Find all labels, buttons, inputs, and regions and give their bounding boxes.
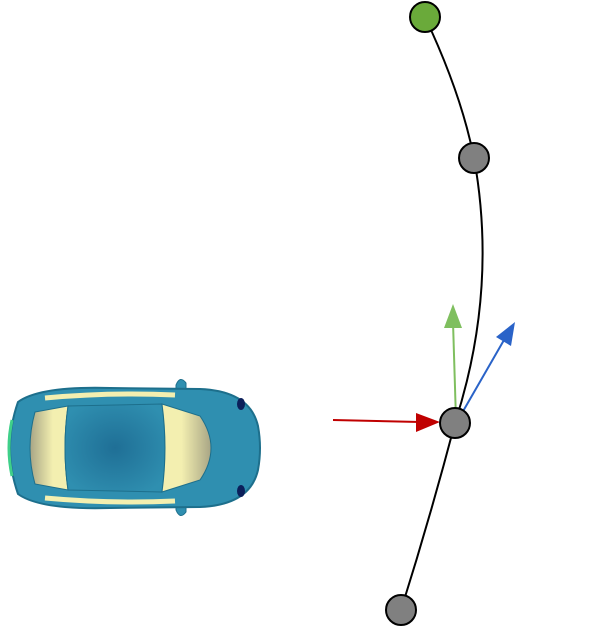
current-node bbox=[439, 407, 471, 439]
goal-node bbox=[409, 1, 441, 33]
vector-arrows bbox=[332, 304, 515, 432]
path-curve bbox=[400, 16, 484, 611]
car-top-view-icon bbox=[7, 379, 261, 516]
incoming-vector-arrow bbox=[332, 413, 440, 432]
direction-vector-arrow bbox=[457, 322, 515, 421]
waypoint-node bbox=[385, 594, 417, 626]
waypoint-node bbox=[458, 142, 490, 174]
tangent-vector-arrow bbox=[444, 304, 462, 421]
